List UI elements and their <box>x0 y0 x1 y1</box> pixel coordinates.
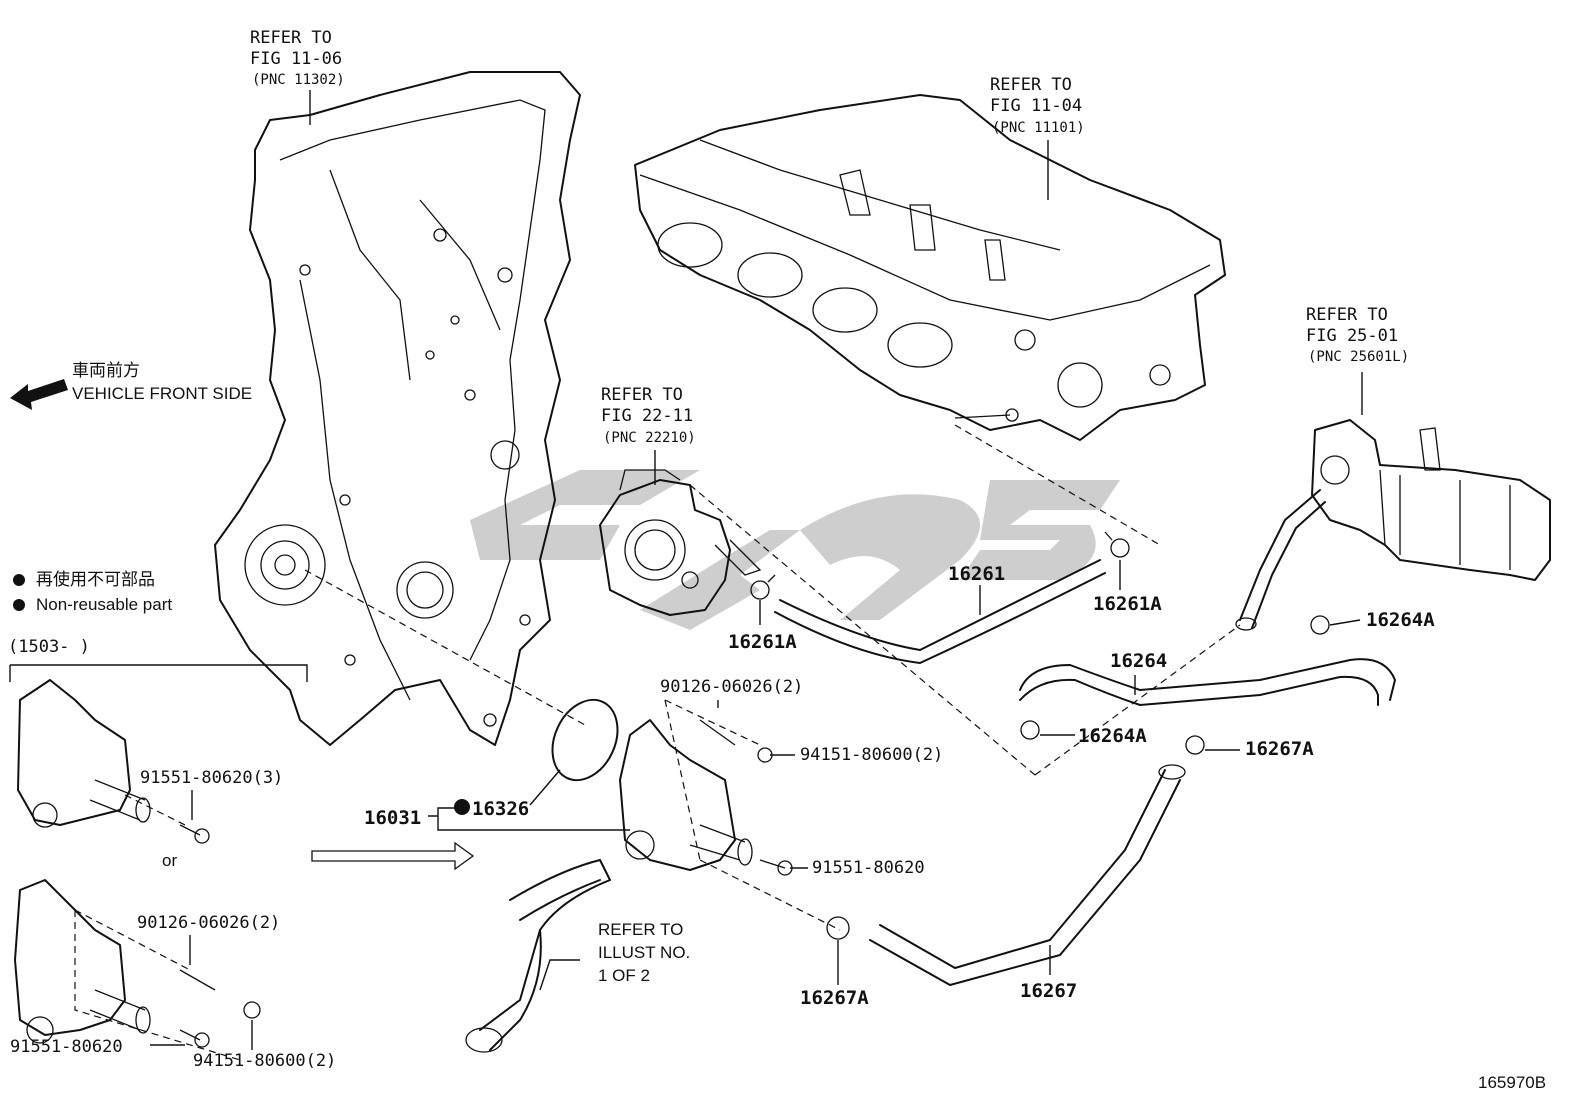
throttle-body <box>599 469 762 616</box>
part-16261: 16261 <box>948 563 1005 585</box>
part-bolt-alt2: 91551-80620 <box>10 1037 123 1057</box>
non-reusable-marker-icon <box>454 799 470 815</box>
part-16264: 16264 <box>1110 650 1167 672</box>
part-bolt-alt1: 91551-80620(3) <box>140 768 283 788</box>
ref-cylinder-head-line2: FIG 11-04 <box>990 96 1082 116</box>
ref-egr-cooler-line2: FIG 25-01 <box>1306 326 1398 346</box>
legend-en: Non-reusable part <box>36 595 172 614</box>
stud-main <box>699 719 736 746</box>
bolt-alt1 <box>179 824 210 844</box>
ref-timing-cover-line1: REFER TO <box>250 28 332 48</box>
part-16264a-left: 16264A <box>1078 725 1147 747</box>
ref-timing-cover-line2: FIG 11-06 <box>250 49 342 69</box>
clamp-16267a-bottom <box>826 916 850 940</box>
clamp-16264a-left <box>1020 720 1040 740</box>
ref-egr-cooler-pnc: (PNC 25601L) <box>1308 349 1409 365</box>
part-16267a-bottom: 16267A <box>800 987 869 1009</box>
assembly-dash-lines <box>74 424 1241 1061</box>
legend-bullet-icon <box>13 599 25 611</box>
nut-main <box>757 747 773 763</box>
front-direction-arrow-icon <box>10 379 68 410</box>
part-bolt-main: 91551-80620 <box>812 858 925 878</box>
or-text: or <box>162 851 177 870</box>
part-16267a-right: 16267A <box>1245 738 1314 760</box>
ref-illust-line2: ILLUST NO. <box>598 943 690 962</box>
ref-throttle-body-pnc: (PNC 22210) <box>603 430 696 446</box>
part-16267: 16267 <box>1020 980 1077 1002</box>
stud-alt2 <box>179 969 216 991</box>
ref-egr-cooler-line1: REFER TO <box>1306 305 1388 325</box>
part-stud-alt2: 90126-06026(2) <box>137 913 280 933</box>
water-outlet-alt1 <box>17 679 151 828</box>
bolt-main <box>759 859 793 876</box>
legend-bullet-icon <box>13 574 25 586</box>
bolt-alt2 <box>179 1029 210 1048</box>
nut-alt2 <box>243 1001 261 1019</box>
orientation-jp: 車両前方 <box>72 361 140 380</box>
transition-arrow-icon <box>311 841 475 871</box>
part-16031: 16031 <box>364 807 421 829</box>
part-nut-alt2: 94151-80600(2) <box>193 1051 336 1071</box>
ref-cylinder-head-pnc: (PNC 11101) <box>992 120 1085 136</box>
timing-chain-cover <box>214 71 581 746</box>
production-range: (1503- ) <box>8 637 90 657</box>
part-16261a-right: 16261A <box>1093 593 1162 615</box>
part-16264a-right: 16264A <box>1366 609 1435 631</box>
orientation-en: VEHICLE FRONT SIDE <box>72 384 252 403</box>
hose-16267 <box>869 764 1186 986</box>
ref-illust-line1: REFER TO <box>598 920 683 939</box>
gasket-16326 <box>551 698 619 782</box>
water-outlet-alt2 <box>14 879 151 1044</box>
ref-throttle-body-line2: FIG 22-11 <box>601 406 693 426</box>
pipe-egr <box>1235 489 1326 631</box>
ref-throttle-body-line1: REFER TO <box>601 385 683 405</box>
clamp-16267a-right <box>1185 735 1205 755</box>
cylinder-head <box>634 94 1226 441</box>
hose-16264 <box>1019 658 1396 706</box>
watermark-logo <box>470 470 1120 630</box>
egr-cooler <box>1311 419 1551 581</box>
part-nut-main: 94151-80600(2) <box>800 745 943 765</box>
ref-cylinder-head-line1: REFER TO <box>990 75 1072 95</box>
part-stud-main: 90126-06026(2) <box>660 677 803 697</box>
legend-jp: 再使用不可部品 <box>36 569 155 589</box>
part-16261a-left: 16261A <box>728 631 797 653</box>
ref-timing-cover-pnc: (PNC 11302) <box>252 72 345 88</box>
leader-lines <box>9 90 1363 1050</box>
hose-radiator <box>465 859 611 1053</box>
ref-illust-line3: 1 OF 2 <box>598 966 650 985</box>
clamp-16261a-right <box>1104 531 1130 558</box>
clamp-16264a-right <box>1310 615 1330 635</box>
clamp-16261a-left <box>750 574 776 600</box>
part-16326: 16326 <box>472 798 529 820</box>
figure-id: 165970B <box>1478 1073 1546 1092</box>
hose-16261 <box>774 559 1106 664</box>
